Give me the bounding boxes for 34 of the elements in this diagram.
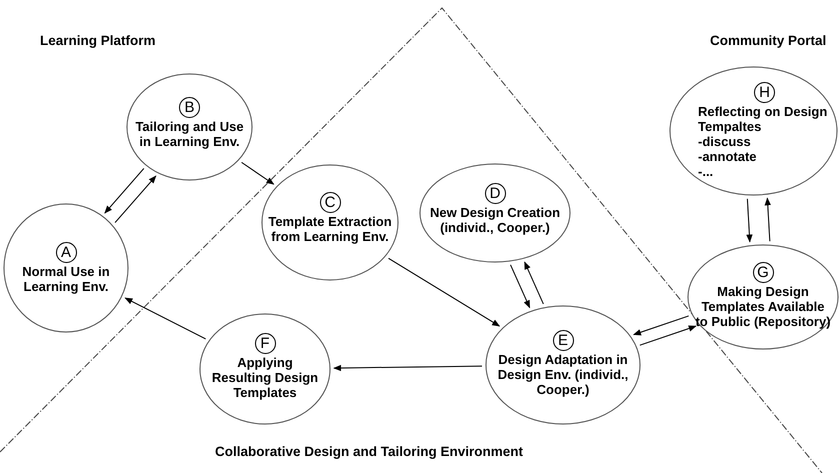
arrow [510, 264, 530, 308]
node-text: Template Extraction from Learning Env. [268, 214, 392, 244]
arrow [241, 162, 274, 185]
arrow [124, 298, 206, 340]
arrow [746, 198, 753, 243]
node-text: New Design Creation (individ., Cooper.) [428, 205, 562, 235]
arrow [114, 175, 156, 224]
process-ellipse [127, 74, 252, 180]
arrow [764, 197, 771, 242]
node-text: Normal Use in Learning Env. [21, 264, 111, 294]
node-text: Design Adaptation in Design Env. (individ., Cooper.) [496, 352, 630, 396]
node-text: -annotate [698, 148, 756, 164]
node-text: Making Design Templates Available to Public (Repository) [694, 284, 832, 328]
process-ellipse [420, 164, 570, 262]
node-text: Applying Resulting Design Templates [210, 354, 320, 400]
node-text: -... [698, 164, 714, 178]
node-text: -discuss [698, 134, 751, 148]
arrow [639, 325, 697, 346]
arrow [333, 364, 482, 372]
arrow [633, 315, 690, 336]
arrow [104, 168, 144, 214]
region-label: Community Portal [710, 33, 826, 48]
node-text: Reflecting on Design Tempaltes [698, 104, 828, 134]
node-text: Tailoring and Use in Learning Env. [134, 119, 245, 149]
process-ellipse [262, 165, 398, 280]
arrow [388, 258, 500, 327]
process-ellipse [486, 306, 640, 424]
region-label: Learning Platform [40, 33, 156, 48]
process-ellipse [688, 245, 838, 349]
process-ellipse [670, 67, 837, 195]
process-ellipse [200, 314, 330, 424]
arrow [524, 261, 544, 304]
region-label: Collaborative Design and Tailoring Environment [215, 444, 524, 459]
process-ellipse [4, 204, 128, 332]
